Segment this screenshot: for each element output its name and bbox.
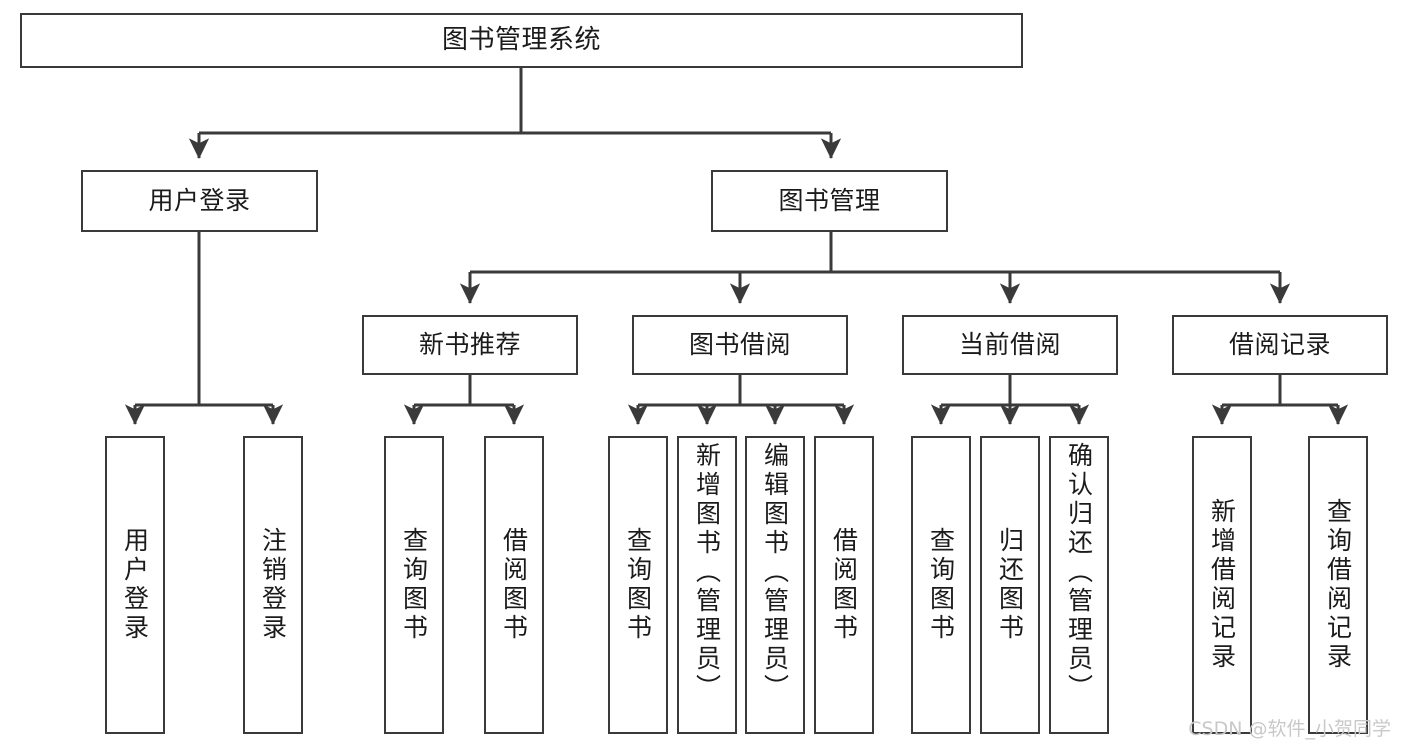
node-label: 当前借阅 bbox=[958, 330, 1061, 360]
node-book-management-system[interactable]: 图书管理系统 bbox=[20, 13, 1023, 68]
node-book-management[interactable]: 图书管理 bbox=[711, 170, 948, 232]
node-leaf-borrow-book-recommend[interactable]: 借阅图书 bbox=[484, 436, 544, 734]
node-label: 确认归还（管理员） bbox=[1064, 442, 1094, 703]
node-leaf-add-borrow-record[interactable]: 新增借阅记录 bbox=[1192, 436, 1252, 734]
node-leaf-query-borrow-record[interactable]: 查询借阅记录 bbox=[1308, 436, 1368, 734]
node-label: 新书推荐 bbox=[418, 330, 521, 360]
node-current-borrowing[interactable]: 当前借阅 bbox=[902, 315, 1118, 375]
node-label: 借阅图书 bbox=[499, 527, 529, 643]
node-label: 借阅记录 bbox=[1228, 330, 1331, 360]
node-label: 用户登录 bbox=[120, 527, 150, 643]
node-leaf-return-book[interactable]: 归还图书 bbox=[980, 436, 1040, 734]
node-label: 图书借阅 bbox=[688, 330, 791, 360]
node-leaf-confirm-return-admin[interactable]: 确认归还（管理员） bbox=[1049, 436, 1109, 734]
node-label: 图书管理 bbox=[778, 186, 881, 216]
node-leaf-query-book-borrow[interactable]: 查询图书 bbox=[608, 436, 668, 734]
node-leaf-user-login[interactable]: 用户登录 bbox=[105, 436, 165, 734]
node-label: 查询图书 bbox=[623, 527, 653, 643]
node-label: 查询图书 bbox=[926, 527, 956, 643]
node-leaf-query-book-recommend[interactable]: 查询图书 bbox=[384, 436, 444, 734]
node-label: 新增借阅记录 bbox=[1207, 498, 1237, 672]
node-borrow-record[interactable]: 借阅记录 bbox=[1172, 315, 1388, 375]
node-leaf-edit-book-admin[interactable]: 编辑图书（管理员） bbox=[745, 436, 805, 734]
node-leaf-logout-login[interactable]: 注销登录 bbox=[243, 436, 303, 734]
node-label: 新增图书（管理员） bbox=[692, 442, 722, 703]
node-label: 借阅图书 bbox=[829, 527, 859, 643]
node-label: 归还图书 bbox=[995, 527, 1025, 643]
node-label: 图书管理系统 bbox=[441, 25, 601, 56]
node-label: 查询图书 bbox=[399, 527, 429, 643]
csdn-watermark: CSDN @软件_小贺同学 bbox=[1188, 718, 1391, 740]
node-leaf-query-book-current[interactable]: 查询图书 bbox=[911, 436, 971, 734]
node-user-login[interactable]: 用户登录 bbox=[81, 170, 318, 232]
node-book-borrowing[interactable]: 图书借阅 bbox=[632, 315, 848, 375]
node-label: 查询借阅记录 bbox=[1323, 498, 1353, 672]
node-new-book-recommendation[interactable]: 新书推荐 bbox=[362, 315, 578, 375]
node-label: 注销登录 bbox=[258, 527, 288, 643]
node-leaf-borrow-book[interactable]: 借阅图书 bbox=[814, 436, 874, 734]
node-label: 用户登录 bbox=[148, 186, 251, 216]
node-leaf-add-book-admin[interactable]: 新增图书（管理员） bbox=[677, 436, 737, 734]
node-label: 编辑图书（管理员） bbox=[760, 442, 790, 703]
